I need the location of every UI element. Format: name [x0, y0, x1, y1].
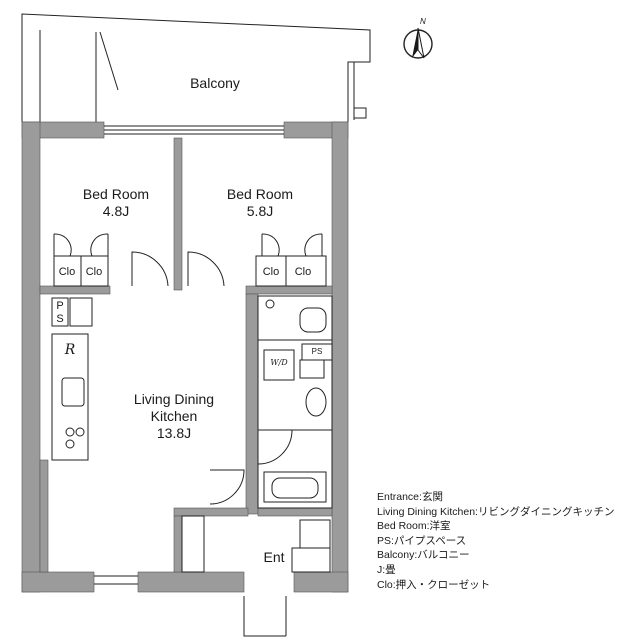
legend-entry: PS:パイプスペース — [377, 534, 467, 547]
closet-label-4: Clo — [295, 266, 312, 278]
legend: Entrance:玄関 Living Dining Kitchen:リビングダイ… — [377, 490, 614, 592]
ps-left-label-p: P — [56, 300, 63, 312]
legend-entry: Bed Room:洋室 — [377, 520, 451, 533]
compass-north-label: N — [420, 17, 426, 26]
ps-bath-label: PS — [312, 347, 323, 356]
washroom — [257, 339, 333, 431]
wc-area — [257, 295, 333, 341]
legend-entry: Living Dining Kitchen:リビングダイニングキッチン — [377, 505, 615, 518]
entrance-storage — [181, 515, 331, 573]
balcony-area — [21, 13, 371, 122]
legend-entry: Clo:押入・クローゼット — [377, 578, 491, 591]
refrigerator-label: R — [64, 342, 76, 358]
washer-dryer-label: W/D — [270, 358, 288, 367]
ldk-label-line2: Kitchen — [151, 408, 198, 424]
balcony-label: Balcony — [190, 75, 240, 91]
legend-entry: J:畳 — [377, 563, 396, 576]
legend-entry: Balcony:バルコニー — [377, 549, 470, 562]
closets — [53, 233, 327, 287]
doors — [131, 251, 287, 637]
windows — [94, 125, 284, 585]
bed-room-1-size: 4.8J — [103, 203, 129, 219]
closet-label-3: Clo — [263, 266, 280, 278]
bed-room-2-size: 5.8J — [247, 203, 273, 219]
closet-label-1: Clo — [59, 266, 76, 278]
entrance-label: Ent — [263, 549, 284, 565]
kitchen-counter — [51, 333, 89, 461]
pipe-space-left — [51, 297, 93, 327]
outer-walls — [21, 121, 349, 593]
bed-room-2-label: Bed Room — [227, 186, 293, 202]
ldk-size: 13.8J — [157, 425, 191, 441]
bathroom — [257, 429, 333, 509]
legend-entry: Entrance:玄関 — [377, 491, 443, 503]
closet-label-2: Clo — [86, 266, 103, 278]
ldk-label-line1: Living Dining — [134, 391, 214, 407]
ps-left-label-s: S — [56, 313, 63, 325]
bed-room-1-label: Bed Room — [83, 186, 149, 202]
inner-walls — [39, 137, 333, 573]
compass: N — [403, 17, 433, 59]
